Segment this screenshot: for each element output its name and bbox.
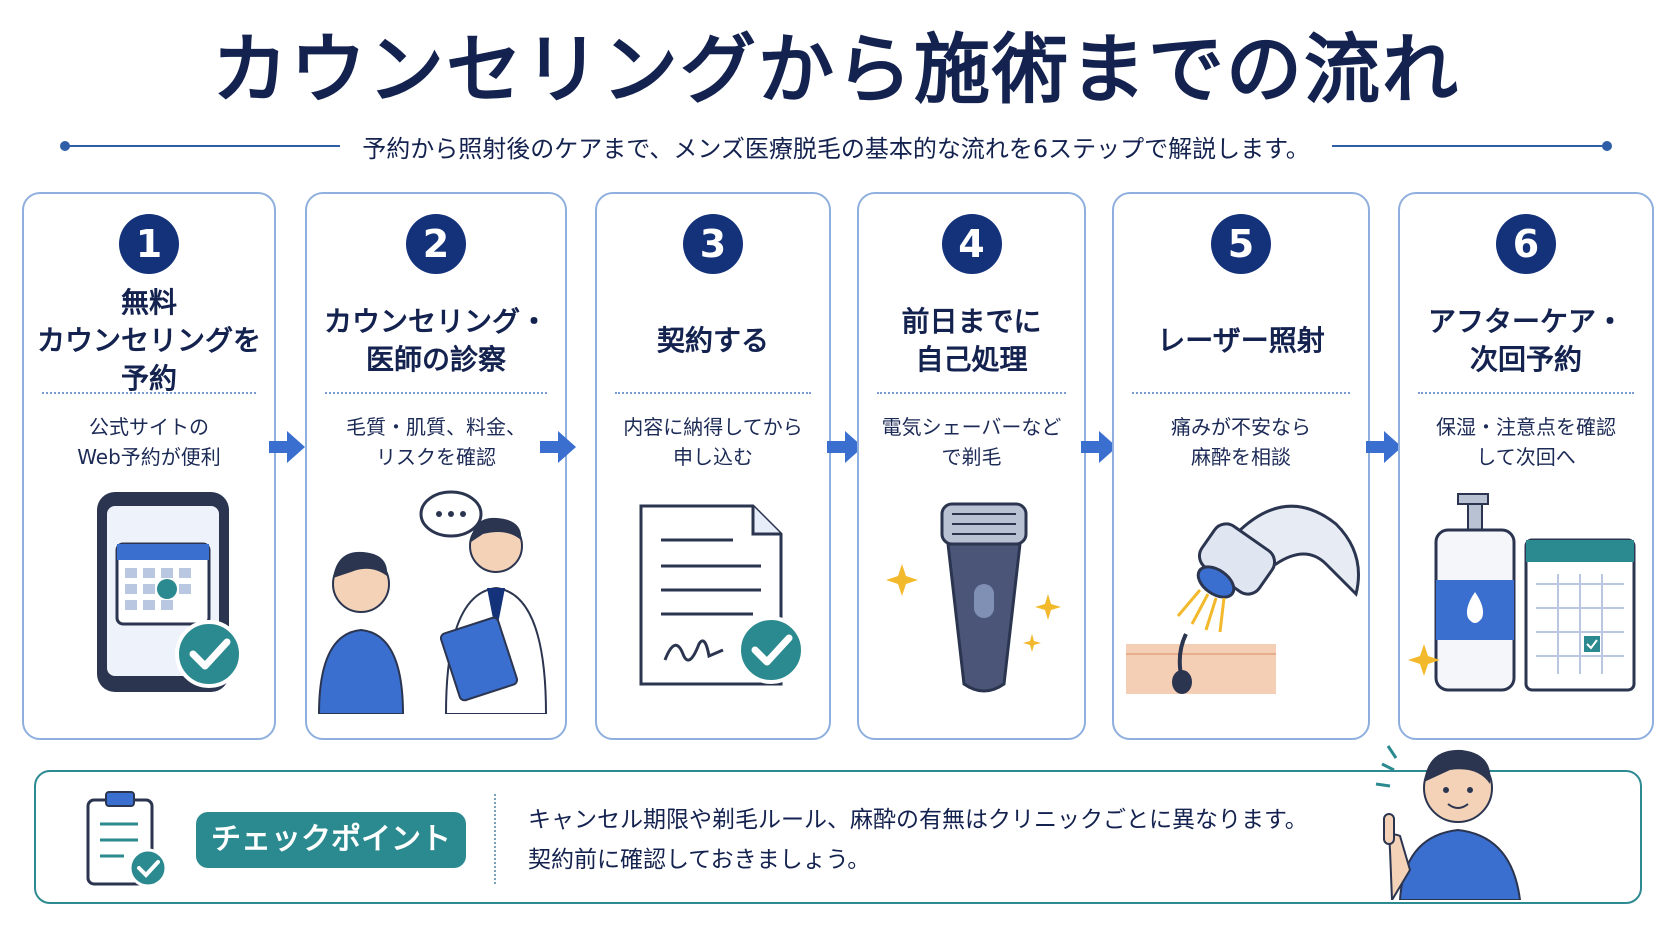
checkpoint-label: チェックポイント: [196, 812, 466, 868]
electric-shaver-icon: [859, 484, 1084, 734]
checkpoint-separator: [494, 794, 496, 884]
page-title: カウンセリングから施術までの流れ: [212, 25, 1460, 114]
step-card-2: 2 カウンセリング・ 医師の診察 毛質・肌質、料金、 リスクを確認: [305, 192, 567, 740]
laser-device-icon: [1114, 484, 1368, 734]
step-description: 内容に納得してから 申し込む: [623, 415, 803, 469]
arrow-right-icon: [1081, 431, 1117, 463]
divider: [325, 392, 547, 394]
step-card-3: 3 契約する 内容に納得してから 申し込む: [595, 192, 831, 740]
step-description: 毛質・肌質、料金、 リスクを確認: [346, 415, 526, 469]
step-card-4: 4 前日までに 自己処理 電気シェーバーなど で剃毛: [857, 192, 1086, 740]
step-title: アフターケア・ 次回予約: [1427, 305, 1624, 376]
step-number: 3: [683, 214, 743, 274]
divider: [1418, 392, 1634, 394]
step-title: レーザー照射: [1157, 324, 1325, 357]
step-number: 1: [119, 214, 179, 274]
lotion-calendar-icon: [1400, 484, 1652, 734]
arrow-right-icon: [827, 431, 863, 463]
step-title: 無料 カウンセリングを 予約: [36, 286, 261, 395]
doctor-consultation-icon: [307, 484, 565, 734]
subtitle-row: 予約から照射後のケアまで、メンズ医療脱毛の基本的な流れを6ステップで解説します。: [60, 126, 1612, 166]
checkpoint-panel: チェックポイント キャンセル期限や剃毛ルール、麻酔の有無はクリニックごとに異なり…: [34, 770, 1642, 904]
step-title: 契約する: [656, 324, 769, 357]
subtitle-line-left: [60, 141, 341, 151]
page-subtitle: 予約から照射後のケアまで、メンズ医療脱毛の基本的な流れを6ステップで解説します。: [362, 134, 1310, 163]
step-description: 痛みが不安なら 麻酔を相談: [1171, 415, 1311, 469]
signed-contract-icon: [597, 484, 829, 734]
step-description: 電気シェーバーなど で剃毛: [881, 415, 1062, 469]
pointing-man-icon: [1370, 740, 1560, 904]
arrow-right-icon: [1366, 431, 1402, 463]
step-title: 前日までに 自己処理: [901, 305, 1042, 376]
step-description: 公式サイトの Web予約が便利: [77, 415, 221, 469]
step-description: 保湿・注意点を確認 して次回へ: [1436, 415, 1616, 469]
divider: [42, 392, 256, 394]
step-number: 2: [406, 214, 466, 274]
step-card-1: 1 無料 カウンセリングを 予約 公式サイトの Web予約が便利: [22, 192, 276, 740]
smartphone-calendar-icon: [24, 484, 274, 734]
step-card-5: 5 レーザー照射 痛みが不安なら 麻酔を相談: [1112, 192, 1370, 740]
step-card-6: 6 アフターケア・ 次回予約 保湿・注意点を確認 して次回へ: [1398, 192, 1654, 740]
clipboard-check-icon: [78, 788, 174, 892]
divider: [1132, 392, 1350, 394]
step-title: カウンセリング・ 医師の診察: [323, 305, 548, 376]
step-number: 6: [1496, 214, 1556, 274]
step-number: 5: [1211, 214, 1271, 274]
step-number: 4: [941, 214, 1002, 274]
arrow-right-icon: [269, 431, 305, 463]
checkpoint-text: キャンセル期限や剃毛ルール、麻酔の有無はクリニックごとに異なります。 契約前に確…: [528, 807, 1308, 873]
divider: [615, 392, 811, 394]
subtitle-line-right: [1331, 141, 1612, 151]
divider: [877, 392, 1066, 394]
arrow-right-icon: [540, 431, 576, 463]
